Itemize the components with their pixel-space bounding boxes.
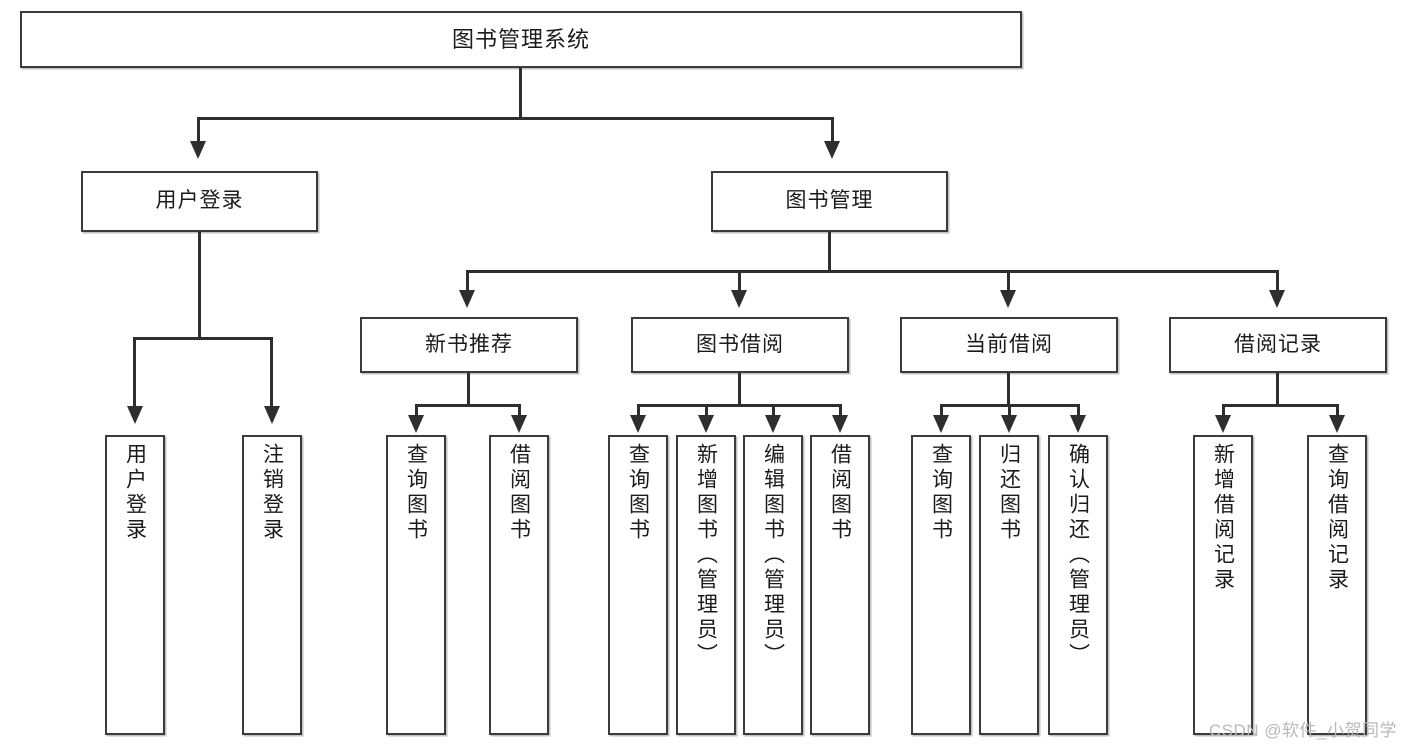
leaf-nbr-borrow-book[interactable]: 借阅图书 — [489, 435, 549, 735]
node-label: 新增借阅记录 — [1211, 443, 1235, 593]
node-label: 确认归还（管理员） — [1066, 443, 1090, 668]
connector-level3-bar — [466, 270, 1279, 273]
arrowhead-nbr-leaf2 — [511, 415, 527, 433]
connector-new-book-recommend-bar — [415, 404, 521, 407]
node-label: 图书管理 — [785, 189, 874, 213]
arrowhead-to-borrow-record — [1269, 290, 1285, 308]
connector-bb-leaf1 — [637, 404, 640, 418]
leaf-br-query-record[interactable]: 查询借阅记录 — [1307, 435, 1367, 735]
connector-root-bar — [197, 117, 834, 120]
node-book-management[interactable]: 图书管理 — [711, 171, 948, 232]
connector-user-login-bar — [133, 337, 270, 340]
arrowhead-cb-leaf3 — [1070, 415, 1086, 433]
leaf-br-add-record[interactable]: 新增借阅记录 — [1193, 435, 1253, 735]
node-root-book-management-system[interactable]: 图书管理系统 — [20, 11, 1022, 68]
node-new-book-recommend[interactable]: 新书推荐 — [360, 317, 578, 373]
leaf-bb-query-book[interactable]: 查询图书 — [608, 435, 668, 735]
connector-nbr-leaf2 — [518, 404, 521, 418]
leaf-cb-query-book[interactable]: 查询图书 — [911, 435, 971, 735]
node-label: 新书推荐 — [425, 332, 513, 356]
arrowhead-bb-leaf4 — [832, 415, 848, 433]
leaf-user-login-login[interactable]: 用户登录 — [105, 435, 165, 735]
connector-cb-leaf3 — [1077, 404, 1080, 418]
arrowhead-br-leaf1 — [1215, 415, 1231, 433]
connector-br-leaf2 — [1336, 404, 1339, 418]
connector-new-book-recommend-trunk — [467, 373, 470, 407]
arrowhead-user-login-leaf1 — [127, 406, 143, 424]
node-label: 查询图书 — [626, 443, 650, 543]
leaf-bb-add-book-admin[interactable]: 新增图书（管理员） — [676, 435, 736, 735]
node-label: 图书借阅 — [696, 332, 784, 356]
node-label: 编辑图书（管理员） — [761, 443, 785, 668]
arrowhead-to-book-borrow — [731, 290, 747, 308]
leaf-bb-borrow-book[interactable]: 借阅图书 — [810, 435, 870, 735]
connector-book-borrow-bar — [637, 404, 841, 407]
arrowhead-bb-leaf3 — [765, 415, 781, 433]
arrowhead-user-login-leaf2 — [264, 406, 280, 424]
arrowhead-to-user-login — [190, 141, 206, 159]
arrowhead-cb-leaf2 — [1001, 415, 1017, 433]
connector-root-trunk — [519, 68, 522, 118]
connector-current-borrow-trunk — [1007, 373, 1010, 407]
node-label: 用户登录 — [123, 443, 147, 543]
node-label: 用户登录 — [155, 189, 244, 213]
arrowhead-to-new-book-recommend — [459, 290, 475, 308]
node-borrow-record[interactable]: 借阅记录 — [1169, 317, 1387, 373]
connector-cb-leaf2 — [1008, 404, 1011, 418]
leaf-cb-confirm-return-admin[interactable]: 确认归还（管理员） — [1048, 435, 1108, 735]
node-label: 查询借阅记录 — [1325, 443, 1349, 593]
leaf-cb-return-book[interactable]: 归还图书 — [979, 435, 1039, 735]
arrowhead-to-book-management — [824, 141, 840, 159]
connector-to-borrow-record — [1276, 270, 1279, 292]
connector-to-current-borrow — [1007, 270, 1010, 292]
node-user-login[interactable]: 用户登录 — [81, 171, 318, 232]
node-label: 查询图书 — [404, 443, 428, 543]
node-label: 借阅记录 — [1234, 332, 1322, 356]
leaf-nbr-query-book[interactable]: 查询图书 — [386, 435, 446, 735]
arrowhead-nbr-leaf1 — [408, 415, 424, 433]
connector-bb-leaf3 — [772, 404, 775, 418]
node-label: 归还图书 — [997, 443, 1021, 543]
node-label: 借阅图书 — [507, 443, 531, 543]
node-label: 图书管理系统 — [451, 26, 590, 52]
connector-cb-leaf1 — [940, 404, 943, 418]
connector-root-to-user-login — [197, 117, 200, 143]
connector-nbr-leaf1 — [415, 404, 418, 418]
connector-root-to-book-management — [831, 117, 834, 143]
node-label: 新增图书（管理员） — [694, 443, 718, 668]
connector-br-leaf1 — [1222, 404, 1225, 418]
node-label: 查询图书 — [929, 443, 953, 543]
arrowhead-cb-leaf1 — [933, 415, 949, 433]
connector-user-login-leaf2 — [270, 337, 273, 409]
arrowhead-br-leaf2 — [1329, 415, 1345, 433]
node-book-borrow[interactable]: 图书借阅 — [631, 317, 849, 373]
connector-borrow-record-bar — [1222, 404, 1339, 407]
node-label: 借阅图书 — [828, 443, 852, 543]
connector-borrow-record-trunk — [1276, 373, 1279, 407]
leaf-bb-edit-book-admin[interactable]: 编辑图书（管理员） — [743, 435, 803, 735]
connector-to-book-borrow — [738, 270, 741, 292]
arrowhead-bb-leaf2 — [698, 415, 714, 433]
connector-book-management-trunk — [828, 232, 831, 273]
connector-user-login-trunk — [198, 232, 201, 340]
node-label: 当前借阅 — [965, 332, 1053, 356]
arrowhead-to-current-borrow — [1000, 290, 1016, 308]
arrowhead-bb-leaf1 — [630, 415, 646, 433]
node-label: 注销登录 — [260, 443, 284, 543]
connector-user-login-leaf1 — [133, 337, 136, 409]
connector-bb-leaf4 — [839, 404, 842, 418]
leaf-user-login-logout[interactable]: 注销登录 — [242, 435, 302, 735]
connector-to-new-book-recommend — [466, 270, 469, 292]
connector-book-borrow-trunk — [738, 373, 741, 407]
node-current-borrow[interactable]: 当前借阅 — [900, 317, 1118, 373]
connector-bb-leaf2 — [705, 404, 708, 418]
